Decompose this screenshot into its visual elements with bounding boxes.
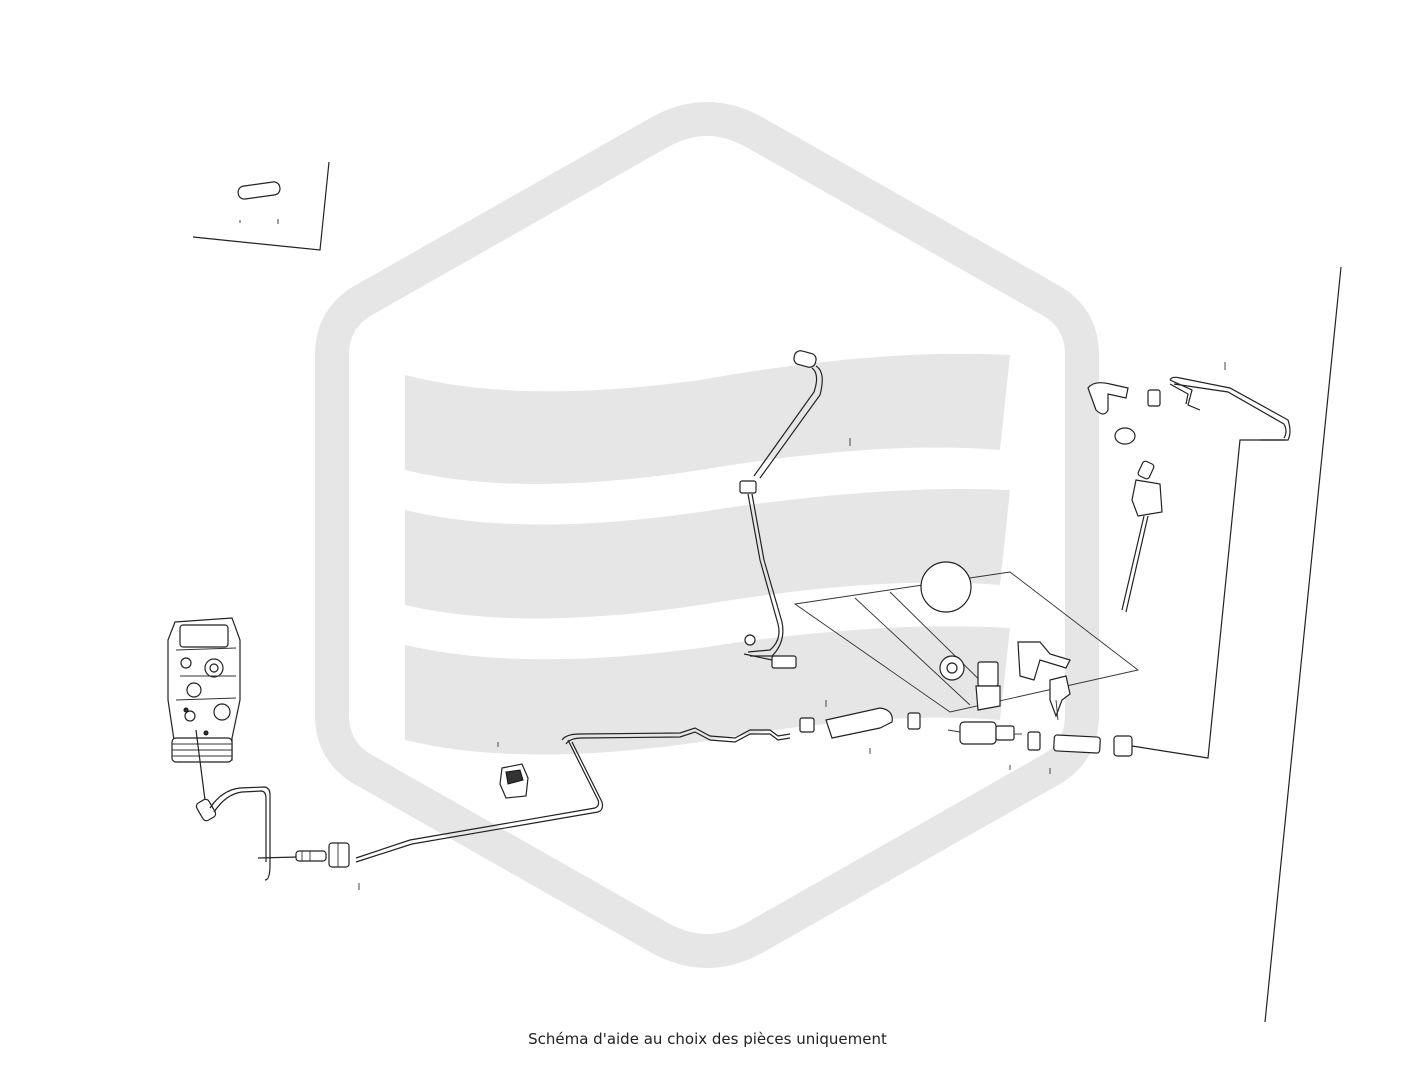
pipe-middle bbox=[561, 700, 921, 754]
inset-frame bbox=[192, 161, 330, 251]
frame-line-right bbox=[1264, 266, 1342, 1023]
motor-and-hoses bbox=[947, 439, 1285, 774]
watermark-wave-middle bbox=[405, 488, 1010, 619]
watermark-logo bbox=[315, 102, 1099, 968]
diagram-caption: Schéma d'aide au choix des pièces unique… bbox=[528, 1030, 887, 1048]
pump-assembly bbox=[167, 617, 241, 763]
bracket-clip bbox=[497, 742, 529, 799]
watermark-wave-top bbox=[405, 353, 1010, 484]
pipe-lower-left bbox=[195, 729, 604, 890]
watermark-wave-bottom bbox=[405, 626, 1010, 755]
float-ball bbox=[920, 561, 972, 613]
upper-right-assembly bbox=[1087, 362, 1291, 613]
hose-vertical bbox=[739, 350, 851, 669]
watermark-hexagon bbox=[315, 102, 1099, 968]
mounting-plate bbox=[793, 561, 1140, 721]
hose-piece bbox=[237, 181, 281, 200]
